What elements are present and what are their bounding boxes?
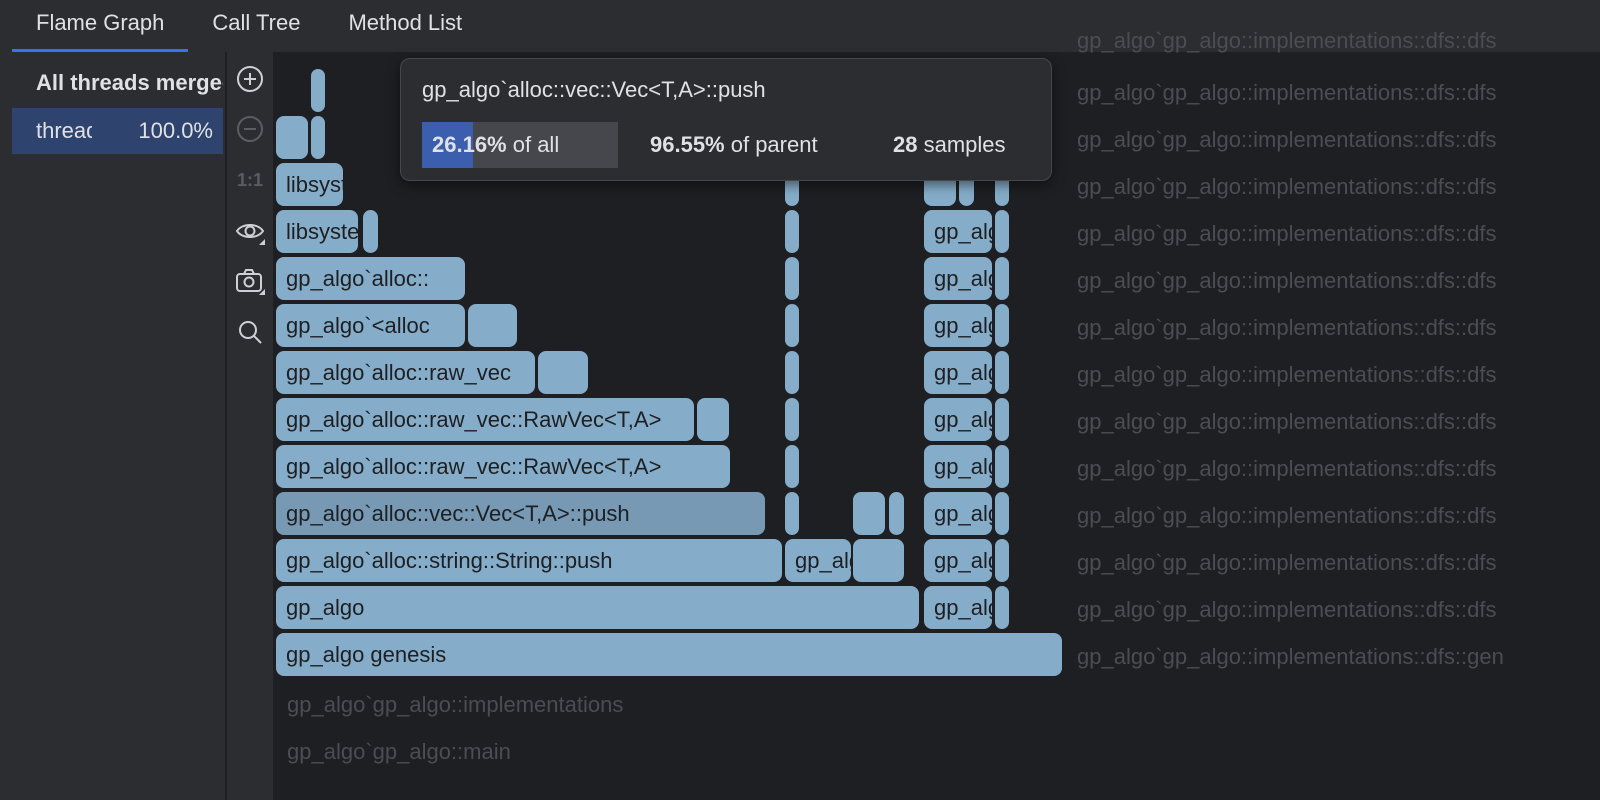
- samples-label: samples: [917, 132, 1006, 157]
- flame-frame[interactable]: gp_algo: [924, 257, 992, 300]
- flame-frame[interactable]: [853, 539, 904, 582]
- flame-frame[interactable]: [538, 351, 588, 394]
- flame-frame[interactable]: [311, 69, 325, 112]
- flame-frame[interactable]: [995, 398, 1009, 441]
- ghost-frame-label: gp_algo`gp_algo::implementations::dfs::d…: [1077, 550, 1497, 575]
- threads-header: All threads merged: [36, 70, 223, 95]
- of-all-label: of all: [506, 132, 560, 157]
- ghost-frame-label: gp_algo`gp_algo::implementations::dfs::d…: [1077, 221, 1497, 246]
- ghost-frame-label: gp_algo`gp_algo::main: [287, 739, 511, 764]
- ghost-frame-label: gp_algo`gp_algo::implementations::dfs::d…: [1077, 80, 1497, 105]
- flame-frame[interactable]: [785, 210, 799, 253]
- eye-icon[interactable]: [235, 216, 265, 246]
- ghost-frame-label: gp_algo`gp_algo::implementations::dfs::d…: [1077, 127, 1497, 152]
- flame-frame[interactable]: libsystem: [276, 210, 358, 253]
- flame-frame[interactable]: [363, 210, 378, 253]
- tooltip-title: gp_algo`alloc::vec::Vec<T,A>::push: [422, 77, 766, 102]
- ghost-frame-label: gp_algo`gp_algo::implementations::dfs::d…: [1077, 409, 1497, 434]
- thread-percent: 100.0%: [138, 118, 213, 143]
- panel-divider[interactable]: [225, 52, 227, 800]
- flame-frame[interactable]: [995, 492, 1009, 535]
- threads-panel: All threads merged thread 100.0%: [0, 52, 225, 800]
- flame-frame[interactable]: [995, 304, 1009, 347]
- ghost-frame-label: gp_algo`gp_algo::implementations::dfs::d…: [1077, 268, 1497, 293]
- flame-frame[interactable]: gp_algo: [924, 539, 992, 582]
- flame-frame[interactable]: gp_algo: [276, 586, 919, 629]
- flame-frame[interactable]: gp_algo: [924, 398, 992, 441]
- ghost-frame-label: gp_algo`gp_algo::implementations::dfs::d…: [1077, 503, 1497, 528]
- ghost-frame-label: gp_algo`gp_algo::implementations: [287, 692, 624, 717]
- ghost-frame-label: gp_algo`gp_algo::implementations::dfs::d…: [1077, 456, 1497, 481]
- flame-frame[interactable]: gp_algo`alloc::raw_vec::RawVec<T,A>: [276, 445, 730, 488]
- flame-frame[interactable]: [785, 445, 799, 488]
- camera-icon[interactable]: [235, 266, 265, 296]
- parent-value: 96.55%: [650, 132, 725, 157]
- ghost-frame-label: gp_algo`gp_algo::implementations::dfs::d…: [1077, 362, 1497, 387]
- ghost-frame-label: gp_algo`gp_algo::implementations::dfs::g…: [1077, 644, 1504, 669]
- flame-frame[interactable]: libsystem: [276, 163, 343, 206]
- flame-frame[interactable]: [785, 398, 799, 441]
- flame-frame[interactable]: [995, 586, 1009, 629]
- flame-frame[interactable]: gp_algo`alloc::: [276, 257, 465, 300]
- flame-frame[interactable]: [995, 210, 1009, 253]
- flame-frame[interactable]: [785, 257, 799, 300]
- flame-frame[interactable]: [276, 116, 308, 159]
- flame-frame[interactable]: [468, 304, 517, 347]
- thread-row[interactable]: thread 100.0%: [12, 108, 223, 154]
- zoom-in-icon[interactable]: [235, 64, 265, 94]
- parent-label: of parent: [724, 132, 818, 157]
- ghost-frame-label: gp_algo`gp_algo::implementations::dfs::d…: [1077, 597, 1497, 622]
- flame-frame[interactable]: [995, 257, 1009, 300]
- flame-frame[interactable]: [889, 492, 904, 535]
- flame-frame[interactable]: gp_algo: [924, 210, 992, 253]
- frame-tooltip: gp_algo`alloc::vec::Vec<T,A>::push 26.16…: [400, 58, 1052, 181]
- reset-zoom-button[interactable]: 1:1: [236, 169, 263, 190]
- flame-frame[interactable]: [785, 351, 799, 394]
- flame-frame[interactable]: gp_algo`alloc::raw_vec: [276, 351, 535, 394]
- flame-frame[interactable]: gp_algo`alloc::raw_vec::RawVec<T,A>: [276, 398, 694, 441]
- tab-method-list[interactable]: Method List: [348, 10, 463, 35]
- tab-bar: Flame Graph Call Tree Method List: [0, 0, 1600, 52]
- flame-frame[interactable]: gp_algo: [924, 351, 992, 394]
- flame-frame[interactable]: [853, 492, 885, 535]
- flame-frame[interactable]: [995, 539, 1009, 582]
- flame-frame[interactable]: gp_algo`<alloc: [276, 304, 465, 347]
- flame-frame[interactable]: [995, 351, 1009, 394]
- tab-flame-graph[interactable]: Flame Graph: [12, 0, 189, 52]
- flame-frame[interactable]: gp_algo`alloc::string::String::push: [276, 539, 782, 582]
- flame-frame[interactable]: gp_algo: [924, 304, 992, 347]
- of-all-value: 26.16%: [432, 132, 507, 157]
- flame-frame[interactable]: [785, 492, 799, 535]
- flame-frame[interactable]: gp_algo`alloc::vec::Vec<T,A>::push: [276, 492, 765, 535]
- search-icon[interactable]: [235, 317, 265, 347]
- of-all-bar-fill: [422, 122, 474, 168]
- flame-frame[interactable]: gp_algo: [785, 539, 851, 582]
- flame-frame[interactable]: gp_algo: [924, 586, 992, 629]
- flame-frame[interactable]: [995, 445, 1009, 488]
- flame-frame[interactable]: [311, 116, 325, 159]
- flame-frame[interactable]: [785, 304, 799, 347]
- samples-value: 28: [893, 132, 918, 157]
- zoom-out-icon[interactable]: [235, 114, 265, 144]
- ghost-frame-label: gp_algo`gp_algo::implementations::dfs::d…: [1077, 315, 1497, 340]
- flame-frame[interactable]: gp_algo: [924, 445, 992, 488]
- flame-frame[interactable]: [697, 398, 729, 441]
- flame-frame[interactable]: gp_algo genesis: [276, 633, 1062, 676]
- flame-frame[interactable]: gp_algo: [924, 492, 992, 535]
- of-all-bar: 26.16% of all: [422, 122, 618, 168]
- ghost-frame-label: gp_algo`gp_algo::implementations::dfs::d…: [1077, 174, 1497, 199]
- flame-toolbar: 1:1: [227, 52, 273, 800]
- thread-name: thread: [36, 118, 92, 143]
- tab-call-tree[interactable]: Call Tree: [212, 10, 301, 35]
